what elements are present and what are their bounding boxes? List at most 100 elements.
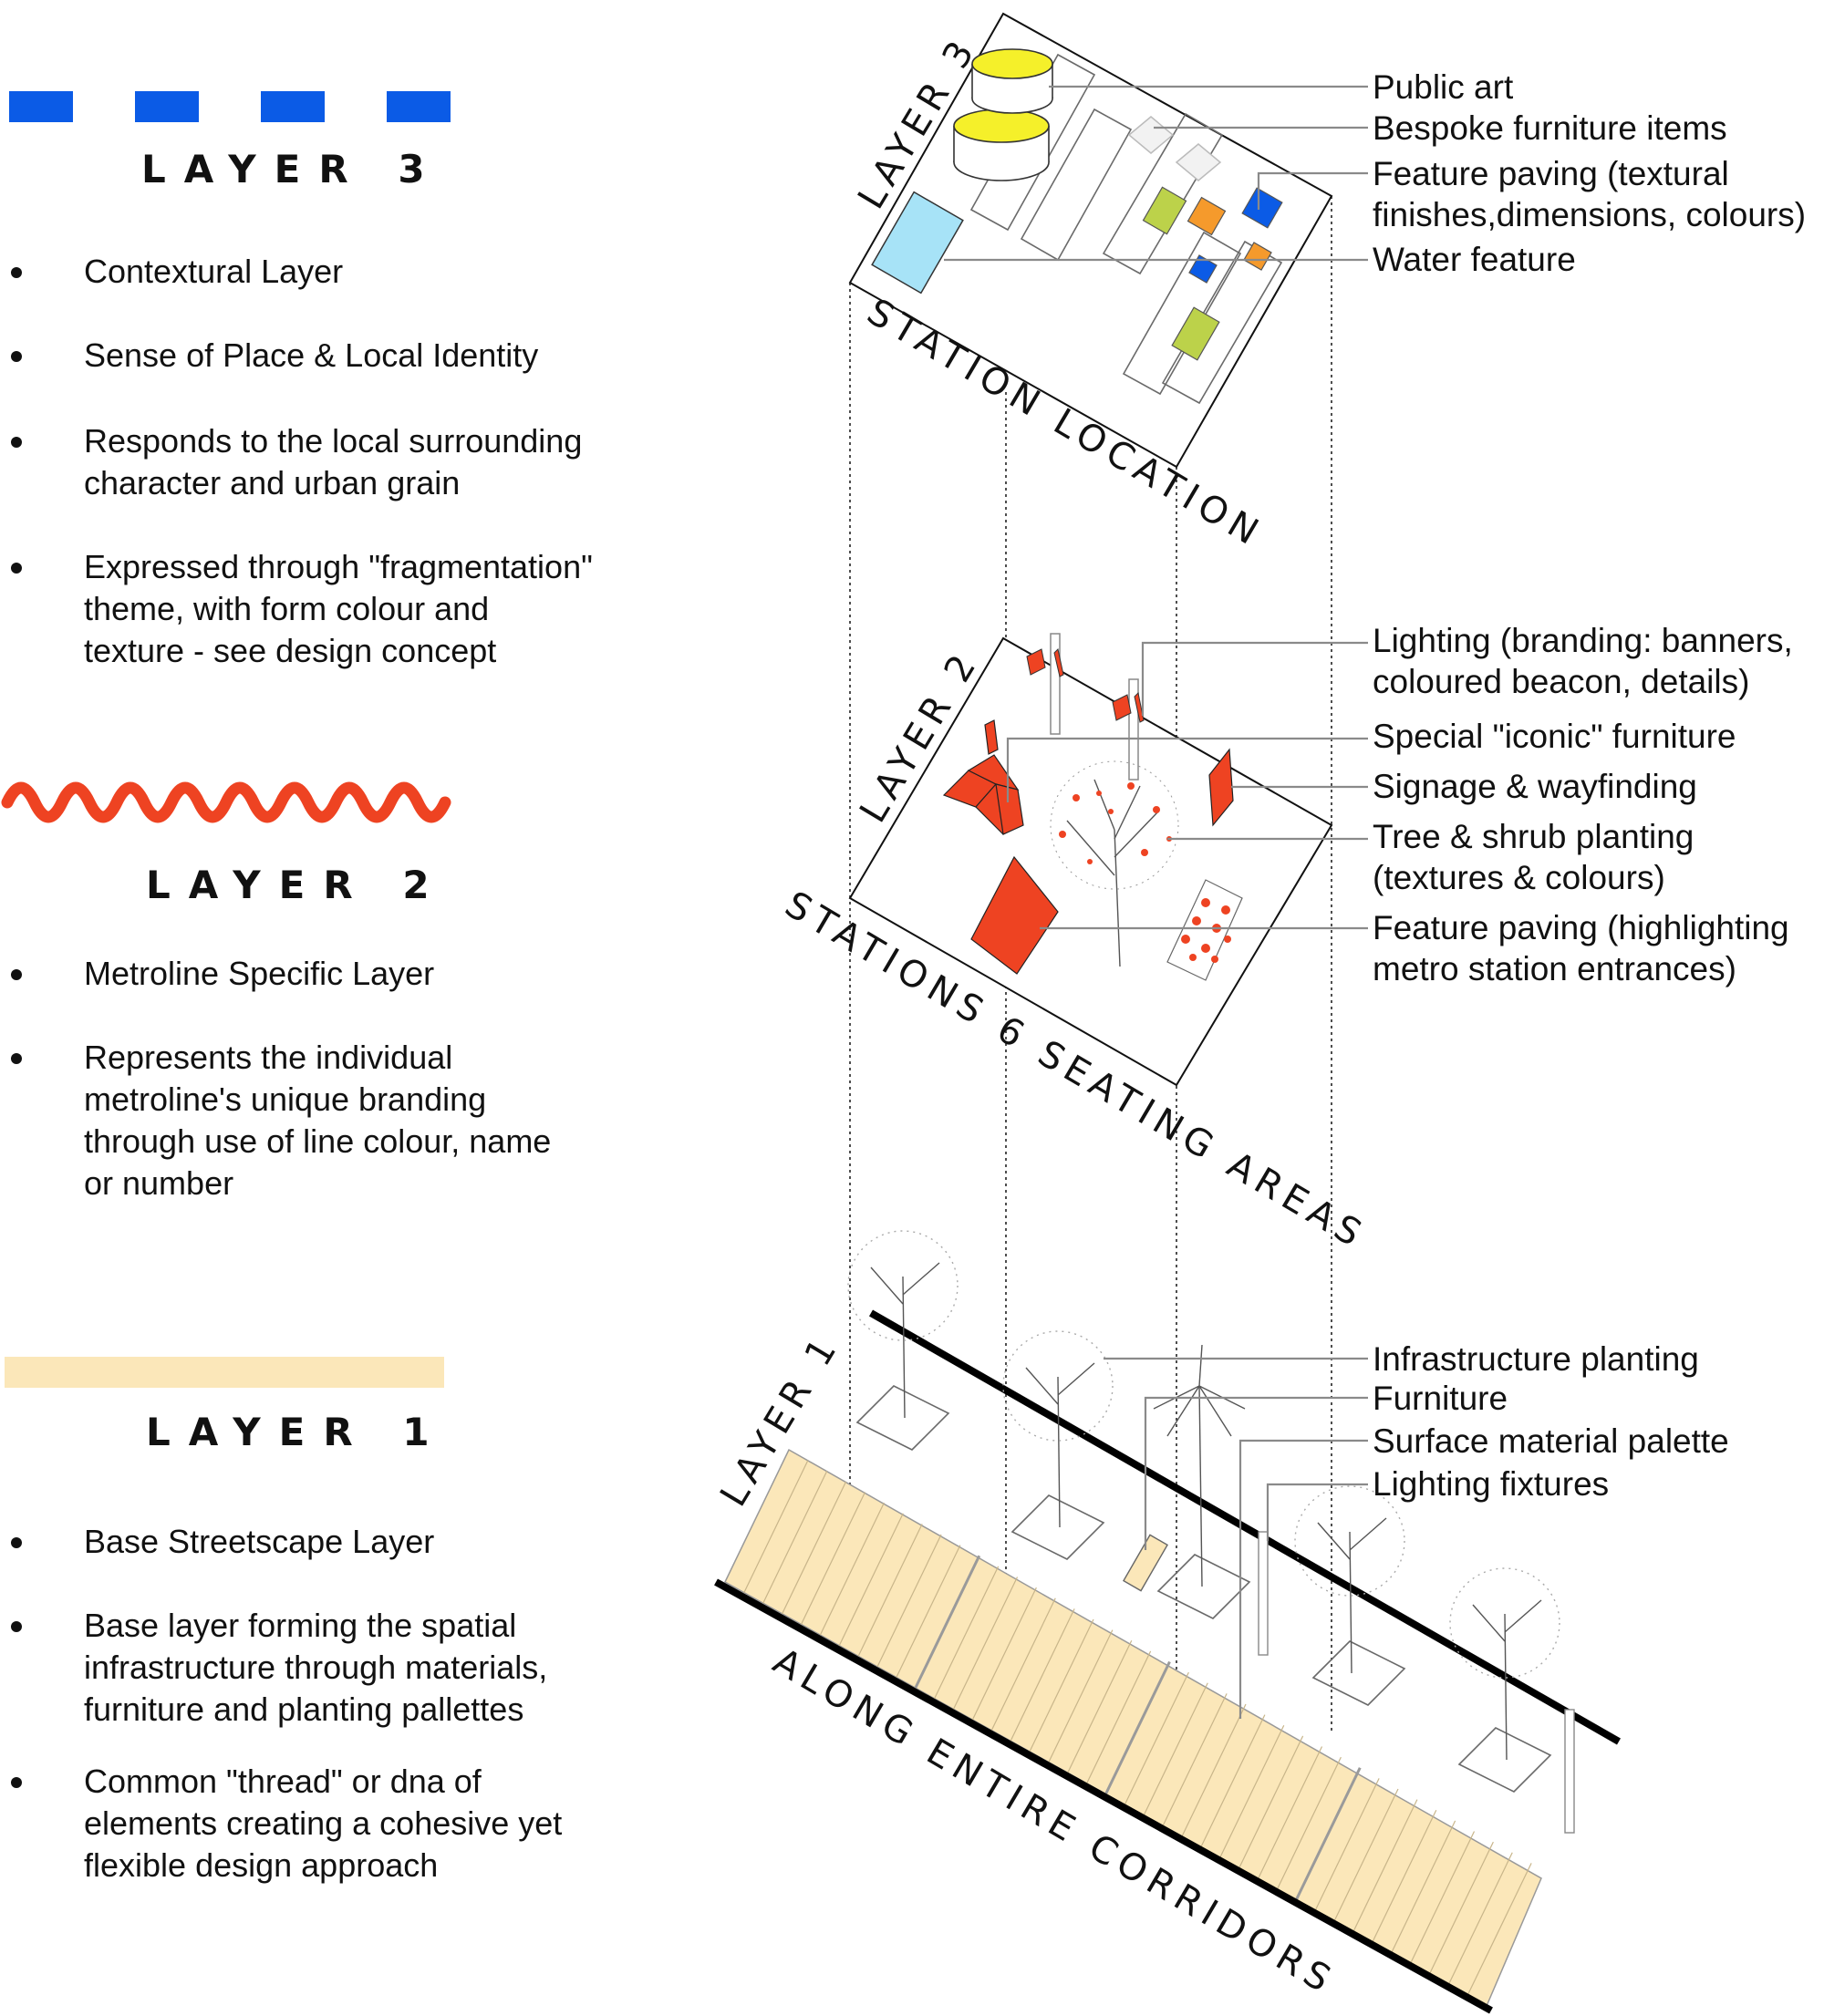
callout-feature-paving-l3: Feature paving (textural xyxy=(1373,155,1729,192)
bullet-text: character and urban grain xyxy=(84,464,460,501)
paving-hatch-line xyxy=(1372,1809,1437,1943)
callout-furniture: Furniture xyxy=(1373,1380,1508,1417)
bullet-text: infrastructure through materials, xyxy=(84,1649,547,1686)
bullet-text: Base Streetscape Layer xyxy=(84,1523,434,1560)
bespoke-furniture xyxy=(1127,116,1222,181)
bullet-text: or number xyxy=(84,1164,233,1202)
callout-tree-planting-line2: (textures & colours) xyxy=(1373,859,1665,896)
bullet-dot xyxy=(11,563,22,574)
paving-hatch-line xyxy=(914,1555,981,1689)
signage-totem xyxy=(1208,748,1234,827)
bullet-text: texture - see design concept xyxy=(84,632,496,669)
callout-public-art: Public art xyxy=(1373,68,1514,106)
layer1-heading: LAYER 1 xyxy=(146,1410,448,1454)
paving-hatch-line xyxy=(819,1502,885,1636)
branded-tree xyxy=(1050,760,1179,967)
projection-lines xyxy=(849,196,1332,1732)
bullet-text: Base layer forming the spatial xyxy=(84,1607,516,1644)
paving-hatch-line xyxy=(876,1534,942,1668)
light-columns xyxy=(1258,1531,1575,1834)
bullet-text: Common "thread" or dna of xyxy=(84,1763,482,1800)
paving-hatch-line xyxy=(1294,1767,1362,1901)
bullet-text: elements creating a cohesive yet xyxy=(84,1804,562,1842)
paving-hatch-line xyxy=(1048,1629,1114,1763)
callout-lighting-branding: Lighting (branding: banners, xyxy=(1373,622,1793,659)
paving-hatch-line xyxy=(838,1513,904,1647)
paving-hatch-line xyxy=(1124,1671,1189,1805)
paving-hatch-line xyxy=(896,1545,961,1678)
bullet-dot xyxy=(11,969,22,980)
palm-tree xyxy=(1153,1344,1246,1587)
paving-hatch-line xyxy=(971,1587,1037,1721)
layer2-heading: LAYER 2 xyxy=(146,863,448,907)
paving-hatch-line xyxy=(762,1470,828,1604)
paving-hatch-line xyxy=(1143,1682,1208,1816)
kerb-line-front xyxy=(714,1578,1493,2014)
bullet-text: theme, with form colour and xyxy=(84,590,489,627)
paving-hatch-line xyxy=(1409,1831,1476,1964)
bullet-text: Metroline Specific Layer xyxy=(84,955,434,992)
paving-hatch-line xyxy=(1391,1820,1456,1954)
paving-hatch-line xyxy=(1181,1703,1247,1837)
paving-hatch xyxy=(743,1460,1532,1996)
bullet-text: Responds to the local surrounding xyxy=(84,422,582,460)
bullet-dot xyxy=(11,267,22,278)
paving-hatch-line xyxy=(1219,1724,1285,1858)
water-feature xyxy=(871,191,964,295)
bullet-dot xyxy=(11,1777,22,1788)
bullet-text: Sense of Place & Local Identity xyxy=(84,336,538,374)
callout-lighting-branding-line2: coloured beacon, details) xyxy=(1373,663,1749,700)
callouts-layer1: Infrastructure planting Furniture Surfac… xyxy=(1373,1340,1729,1503)
layer3-plane xyxy=(848,12,1333,469)
bench xyxy=(1123,1534,1168,1592)
shrub-planter xyxy=(1166,879,1243,981)
layer3-heading: LAYER 3 xyxy=(141,147,443,191)
paving-hatch-line xyxy=(1352,1799,1418,1932)
paving-hatch-line xyxy=(1067,1639,1133,1773)
paving-hatch-line xyxy=(1333,1788,1399,1922)
paving-hatch-line xyxy=(1010,1608,1075,1742)
banner-poles xyxy=(1050,633,1139,781)
paving-hatch-line xyxy=(1029,1618,1094,1752)
surface-paving-band xyxy=(724,1448,1542,2008)
bullet-dot xyxy=(11,437,22,448)
lighting-banners xyxy=(1026,647,1145,723)
callout-signage: Signage & wayfinding xyxy=(1373,768,1697,805)
layer2-plane xyxy=(848,633,1333,1087)
paving-hatch-line xyxy=(1238,1735,1304,1869)
paving-hatch-line xyxy=(1428,1841,1494,1975)
paving-hatch-line xyxy=(990,1597,1056,1732)
paving-hatch-line xyxy=(800,1492,866,1625)
public-art-sculpture xyxy=(953,48,1053,181)
layer2-wave-swatch xyxy=(1,781,451,823)
callout-iconic-furniture: Special "iconic" furniture xyxy=(1373,718,1736,755)
layer1-plane xyxy=(714,1230,1621,2014)
callout-tree-planting: Tree & shrub planting xyxy=(1373,818,1694,855)
paving-hatch-line xyxy=(857,1524,923,1657)
paving-hatch-line xyxy=(1447,1852,1513,1986)
callout-infrastructure-planting: Infrastructure planting xyxy=(1373,1340,1699,1378)
entrance-feature-paving xyxy=(970,855,1059,975)
bullet-text: metroline's unique branding xyxy=(84,1080,486,1118)
bullet-dot xyxy=(11,1621,22,1632)
callouts-layer2: Lighting (branding: banners, coloured be… xyxy=(1373,622,1793,987)
bullet-text: flexible design approach xyxy=(84,1846,438,1884)
leader-lines xyxy=(944,85,1368,1719)
paving-hatch-line xyxy=(1257,1746,1323,1879)
feature-paving-tiles xyxy=(1142,186,1283,361)
iconic-furniture xyxy=(942,719,1024,835)
bullet-dot xyxy=(11,351,22,362)
bullet-dot xyxy=(11,1537,22,1548)
paving-hatch-line xyxy=(1314,1778,1380,1911)
callout-water-feature: Water feature xyxy=(1373,241,1576,278)
callout-bespoke-furniture: Bespoke furniture items xyxy=(1373,109,1727,147)
corridor-trees xyxy=(847,1230,1560,1761)
bullet-text: Represents the individual xyxy=(84,1039,452,1076)
callouts-layer3: Public art Bespoke furniture items Featu… xyxy=(1373,68,1806,278)
paving-hatch-line xyxy=(1276,1756,1342,1890)
